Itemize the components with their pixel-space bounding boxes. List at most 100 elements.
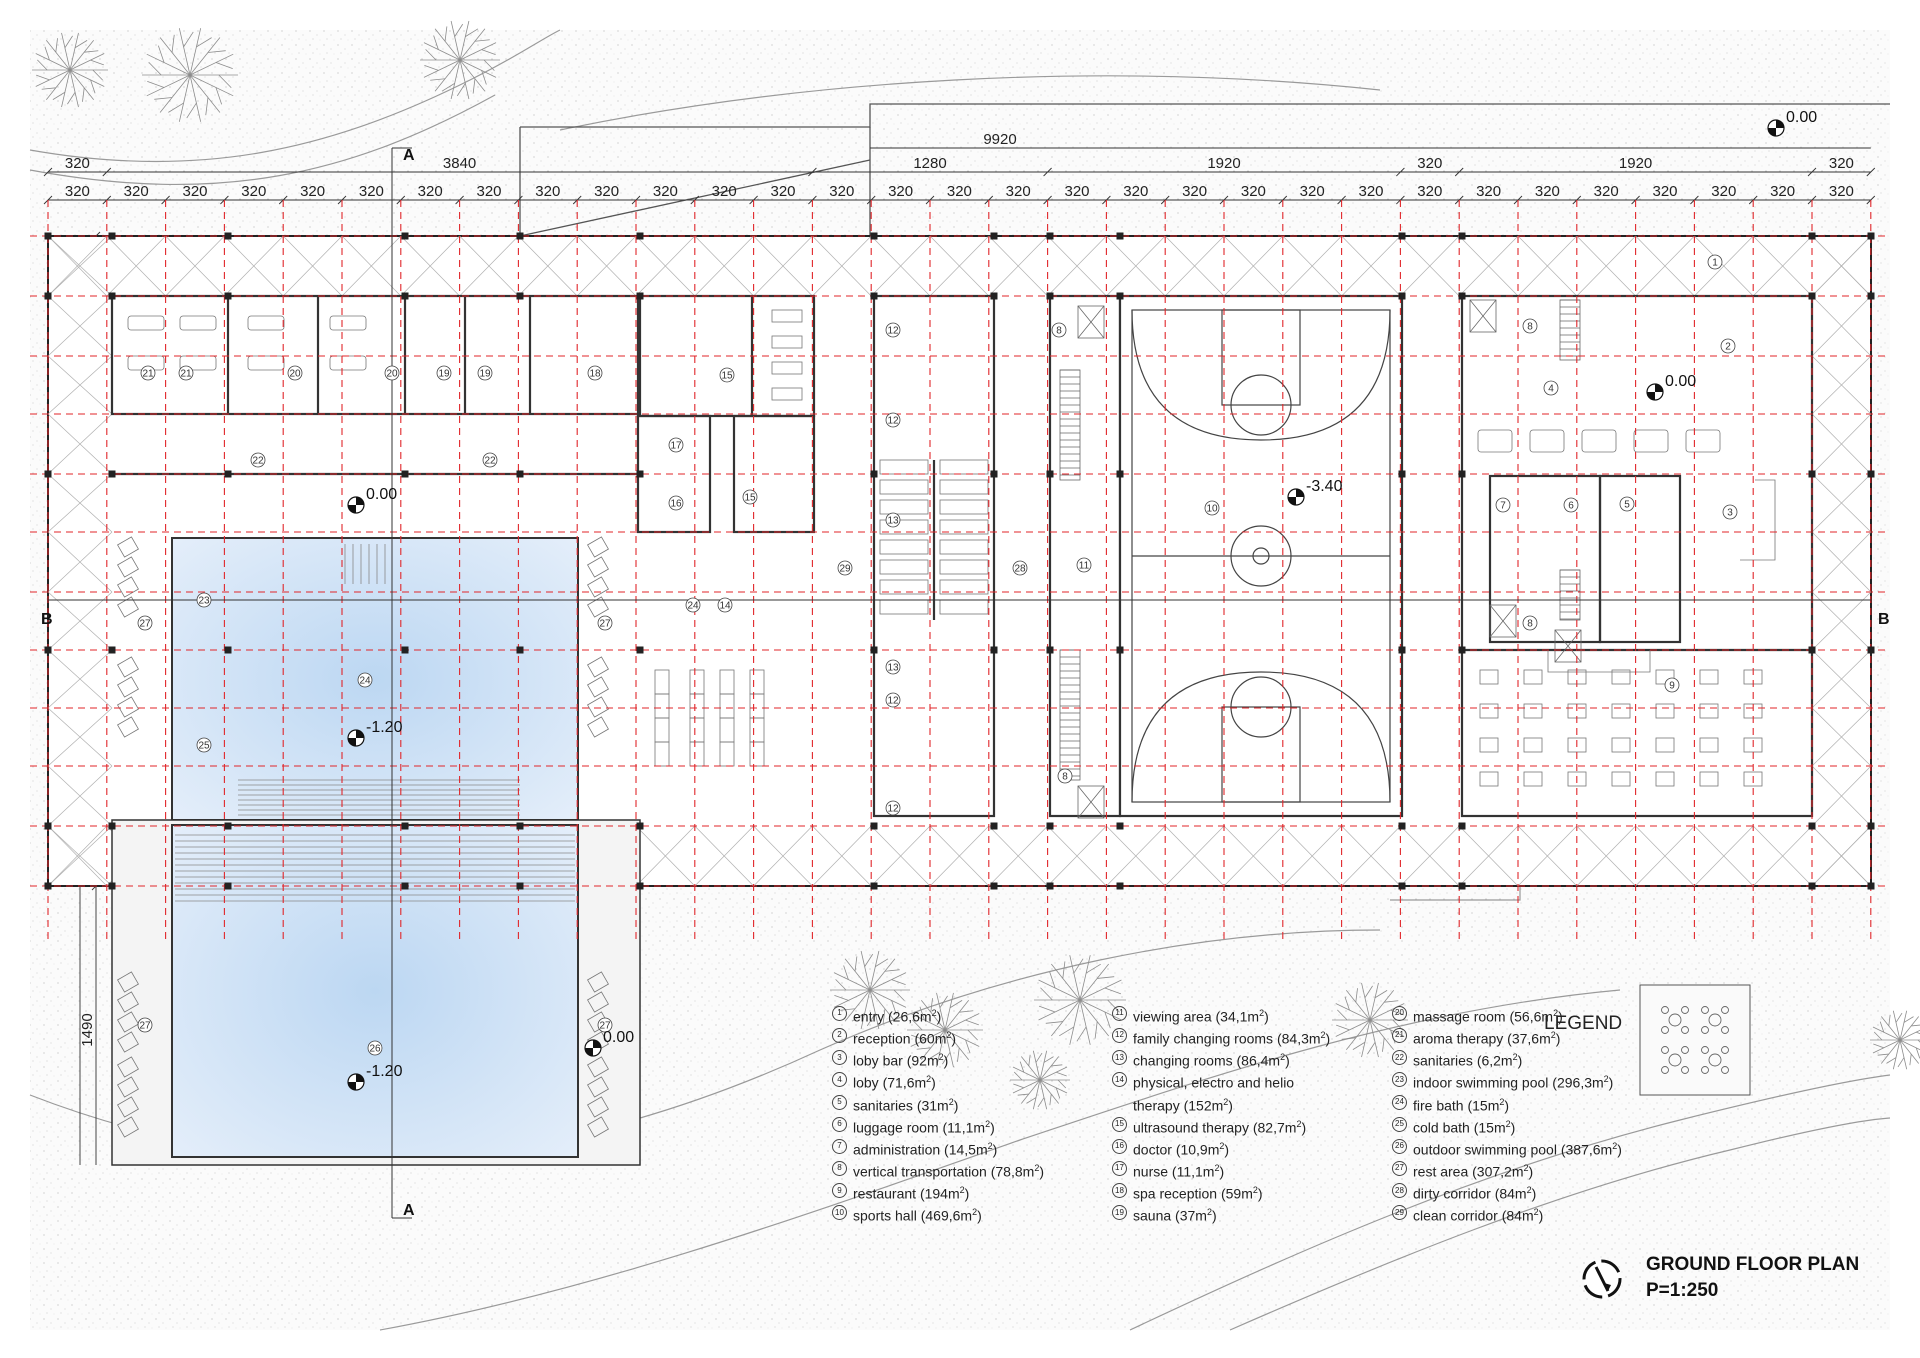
sofa bbox=[1477, 429, 1513, 453]
legend-item-name: aroma therapy bbox=[1413, 1030, 1508, 1047]
legend-item-area-unit-exponent: 2 bbox=[1512, 1052, 1518, 1063]
legend-item-area-unit-exponent: 2 bbox=[1499, 1096, 1505, 1107]
tree-branch bbox=[189, 37, 221, 76]
dimension-segment-label: 1280 bbox=[913, 155, 946, 172]
tree-twig bbox=[834, 994, 849, 1001]
brace bbox=[1811, 235, 1872, 297]
legend-item-area-unit-exponent: 2 bbox=[987, 1140, 993, 1151]
tree-branch bbox=[1880, 1016, 1901, 1041]
restaurant-table bbox=[1699, 703, 1719, 719]
column bbox=[44, 882, 52, 890]
tree-branch bbox=[869, 958, 896, 991]
room-tag-circle bbox=[196, 737, 212, 753]
level-value: 0.00 bbox=[366, 486, 397, 503]
legend-item-area-close: ) bbox=[1257, 1185, 1263, 1202]
column bbox=[990, 232, 998, 240]
brace bbox=[47, 531, 113, 593]
dimension-module-label: 320 bbox=[65, 183, 90, 200]
lounger bbox=[587, 971, 609, 993]
tree-branch bbox=[869, 972, 907, 991]
room-tag-number: 29 bbox=[839, 564, 851, 575]
tree-branch bbox=[146, 53, 191, 76]
dimension-module-label: 320 bbox=[1241, 183, 1266, 200]
legend-title: LEGEND bbox=[1544, 1013, 1623, 1034]
brace bbox=[1635, 235, 1695, 297]
column bbox=[1116, 232, 1124, 240]
brace bbox=[1517, 235, 1578, 297]
legend-item-number: 29 bbox=[1392, 1205, 1407, 1221]
lift-shaft bbox=[1077, 305, 1105, 339]
dimension-module-label: 320 bbox=[1652, 183, 1677, 200]
room-tag-circle bbox=[1522, 615, 1538, 631]
column bbox=[1116, 646, 1124, 654]
lift-cross bbox=[1077, 305, 1105, 339]
tree-branch bbox=[146, 74, 191, 97]
therapy-bed bbox=[771, 387, 803, 401]
brace bbox=[224, 235, 284, 297]
tree-twig bbox=[433, 35, 439, 50]
tree-twig bbox=[965, 1039, 971, 1054]
legend-item-text: sauna (37m2) bbox=[1133, 1203, 1217, 1225]
restaurant-table bbox=[1655, 737, 1675, 753]
legend-item-name: loby bbox=[853, 1075, 883, 1092]
brace bbox=[1341, 235, 1401, 297]
room-tag-number: 2 bbox=[1725, 342, 1731, 353]
legend-item-area-close: ) bbox=[1517, 1052, 1523, 1069]
column bbox=[401, 882, 409, 890]
legend-item-text: cold bath (15m2) bbox=[1413, 1115, 1515, 1137]
room-tag-circle bbox=[1076, 557, 1092, 573]
tree-twig bbox=[157, 45, 165, 63]
lounger bbox=[117, 696, 139, 718]
legend-item-name: doctor bbox=[1133, 1141, 1176, 1158]
tree-twig bbox=[1873, 1043, 1884, 1049]
tree-branch bbox=[860, 989, 871, 1030]
column bbox=[1116, 470, 1124, 478]
tree-branch bbox=[1012, 1066, 1041, 1081]
sofa bbox=[1633, 429, 1669, 453]
outdoor-chair bbox=[1701, 1026, 1709, 1034]
column bbox=[1398, 822, 1406, 830]
tree-twig bbox=[37, 59, 48, 71]
legend-item-text: loby bar (92m2) bbox=[853, 1048, 948, 1070]
tree-twig bbox=[168, 102, 184, 113]
lift-cross bbox=[1469, 299, 1497, 333]
column bbox=[870, 822, 878, 830]
outdoor-chair bbox=[1701, 1066, 1709, 1074]
tree-twig bbox=[1073, 958, 1084, 974]
bed bbox=[247, 355, 285, 371]
legend-item-area-close: ) bbox=[992, 1141, 998, 1158]
brace bbox=[1811, 473, 1872, 533]
level-marker-icon: 0.00 bbox=[347, 486, 397, 514]
brace bbox=[1576, 825, 1636, 887]
column bbox=[516, 292, 524, 300]
room-tag-circle bbox=[1619, 496, 1635, 512]
tree-branch bbox=[1039, 1066, 1068, 1081]
legend-item-area-unit-exponent: 2 bbox=[1214, 1163, 1220, 1174]
dimension-segment-label: 1920 bbox=[1619, 155, 1652, 172]
legend-item-name: viewing area bbox=[1133, 1008, 1216, 1025]
legend-item-name: sports hall bbox=[853, 1208, 921, 1225]
legend-item-text: rest area (307,2m2) bbox=[1413, 1159, 1533, 1181]
column bbox=[1867, 646, 1875, 654]
tree-twig bbox=[1873, 1031, 1883, 1041]
room-tag-circle bbox=[1563, 497, 1579, 513]
tree-branch bbox=[1039, 1079, 1048, 1110]
lift-cross bbox=[1077, 785, 1105, 819]
room-tag-number: 26 bbox=[369, 1044, 381, 1055]
tree-twig bbox=[52, 91, 66, 100]
tree-branch bbox=[1892, 1010, 1901, 1041]
room-tag-number: 21 bbox=[180, 369, 192, 380]
column bbox=[870, 882, 878, 890]
tree-branch bbox=[1899, 1016, 1920, 1041]
section-mark-a-bottom: A bbox=[403, 1202, 415, 1219]
room-tag-number: 8 bbox=[1527, 619, 1533, 630]
room-tag-circle bbox=[367, 1040, 383, 1056]
column bbox=[44, 822, 52, 830]
tree-twig bbox=[864, 953, 874, 967]
dimension-module-label: 320 bbox=[1476, 183, 1501, 200]
brace bbox=[1047, 235, 1107, 297]
tree-twig bbox=[196, 37, 212, 48]
legend-item-text: sports hall (469,6m2) bbox=[853, 1203, 982, 1225]
tree-twig bbox=[1076, 1026, 1087, 1042]
